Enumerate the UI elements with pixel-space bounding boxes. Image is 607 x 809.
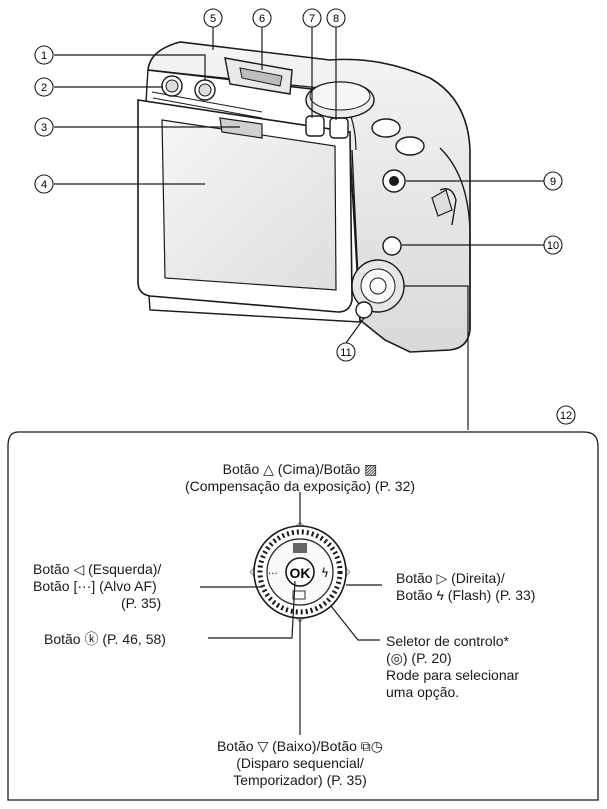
- detail-leaders: [200, 492, 382, 735]
- callout-1-number: 1: [41, 50, 47, 62]
- left-button-label: Botão ◁ (Esquerda)/ Botão [···] (Alvo AF…: [33, 561, 162, 611]
- callout-4: [34, 174, 54, 194]
- ok-button-caption: Botão ⓚ (P. 46, 58): [44, 631, 166, 647]
- callout-12: [556, 405, 576, 425]
- right-button-label: Botão ▷ (Direita)/ Botão ϟ (Flash) (P. 3…: [396, 570, 536, 603]
- callout-11-number: 11: [340, 347, 351, 359]
- camera-body: [137, 41, 471, 353]
- callout-5-number: 5: [210, 13, 216, 25]
- callout-12-number: 12: [560, 410, 572, 422]
- callout-10-number: 10: [547, 240, 559, 252]
- callout-9: [543, 171, 563, 191]
- callout-markers: 1 2 3 4 5 6 7 8 9 10 11 12: [34, 8, 576, 425]
- callout-5: [203, 8, 223, 28]
- sequential-icon: [292, 590, 306, 600]
- callout-2-number: 2: [41, 82, 47, 94]
- callout-9-number: 9: [550, 176, 556, 188]
- callout-2: [34, 77, 54, 97]
- ok-button-label: OK: [290, 565, 311, 581]
- callout-6-number: 6: [259, 13, 265, 25]
- af-target-icon: ···: [268, 569, 278, 580]
- callout-1: [34, 45, 54, 65]
- callout-3-number: 3: [41, 122, 47, 134]
- down-button-label: Botão ▽ (Baixo)/Botão ⧉◷ (Disparo sequen…: [216, 738, 384, 788]
- callout-10: [543, 235, 563, 255]
- callout-7: [302, 8, 322, 28]
- callout-4-number: 4: [41, 179, 47, 191]
- callout-8-number: 8: [333, 13, 339, 25]
- callout-3: [34, 117, 54, 137]
- control-dial-label: Seletor de controlo* (◎) (P. 20) Rode pa…: [386, 633, 520, 700]
- exposure-comp-icon: [293, 543, 307, 553]
- callout-8: [326, 8, 346, 28]
- callout-7-number: 7: [309, 13, 315, 25]
- callout-11: [336, 342, 356, 362]
- callout-leaders: [54, 27, 544, 430]
- flash-icon: ϟ: [321, 566, 329, 580]
- up-button-label: Botão △ (Cima)/Botão ▨ (Compensação da e…: [184, 461, 416, 494]
- control-dial-enlarged: OK ϟ ···: [249, 521, 351, 623]
- callout-6: [252, 8, 272, 28]
